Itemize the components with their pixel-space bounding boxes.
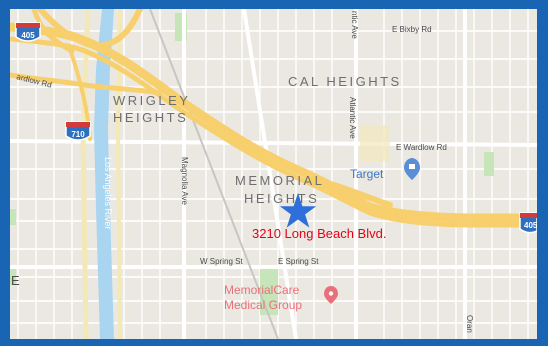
street-w-spring-st: W Spring St	[200, 257, 243, 266]
poi-target[interactable]: Target	[350, 158, 420, 181]
map-viewport[interactable]: 405 710 405 WRIGLEY HEIGHTS CAL HEIGHTS …	[10, 9, 537, 339]
shield-710-label: 710	[71, 130, 85, 139]
left-edge-letter: E	[11, 273, 20, 288]
shield-405-left-label: 405	[21, 31, 35, 40]
shield-band-icon	[66, 122, 90, 127]
poi-target-label: Target	[350, 167, 384, 181]
shield-band-icon	[520, 213, 537, 218]
marker-address: 3210 Long Beach Blvd.	[252, 226, 386, 241]
neighborhood-wrigley: WRIGLEY	[113, 93, 190, 108]
major-roads	[10, 9, 537, 339]
neighborhood-cal-heights: CAL HEIGHTS	[288, 74, 402, 89]
medical-pin-icon	[324, 286, 338, 304]
rail-line	[149, 9, 279, 339]
shield-405-right[interactable]: 405	[519, 212, 537, 234]
shield-band-icon	[16, 23, 40, 28]
neighborhood-memorial-heights: HEIGHTS	[244, 191, 319, 206]
river-road-east	[115, 9, 122, 339]
poi-memorialcare-line1: MemorialCare	[224, 283, 300, 297]
street-e-spring-st: E Spring St	[278, 257, 319, 266]
location-star-marker-icon[interactable]	[279, 193, 317, 228]
street-e-wardlow-rd: E Wardlow Rd	[396, 143, 447, 152]
poi-memorialcare[interactable]: MemorialCare Medical Group	[224, 283, 338, 312]
neighborhood-labels: WRIGLEY HEIGHTS CAL HEIGHTS MEMORIAL HEI…	[113, 74, 402, 206]
street-e-bixby-rd: E Bixby Rd	[392, 25, 432, 34]
street-atlantic-ave-top: ntic Ave	[350, 11, 359, 39]
neighborhood-memorial: MEMORIAL	[235, 173, 324, 188]
shopping-bag-icon	[404, 158, 420, 180]
street-magnolia-ave: Magnolia Ave	[180, 157, 189, 205]
shield-405-right-label: 405	[524, 221, 537, 230]
street-orange-ave: Oran	[465, 315, 474, 333]
shopping-area	[360, 125, 390, 161]
shield-405-left[interactable]: 405	[15, 22, 41, 42]
street-atlantic-ave: Atlantic Ave	[348, 97, 357, 139]
map-canvas[interactable]: 405 710 405 WRIGLEY HEIGHTS CAL HEIGHTS …	[10, 9, 537, 339]
los-angeles-river-water	[94, 9, 114, 339]
freeway-network	[10, 9, 537, 228]
neighborhood-wrigley-heights: HEIGHTS	[113, 110, 188, 125]
poi-memorialcare-line2: Medical Group	[224, 298, 302, 312]
street-los-angeles-river: Los Angeles River	[103, 157, 113, 230]
shield-710[interactable]: 710	[65, 121, 91, 141]
